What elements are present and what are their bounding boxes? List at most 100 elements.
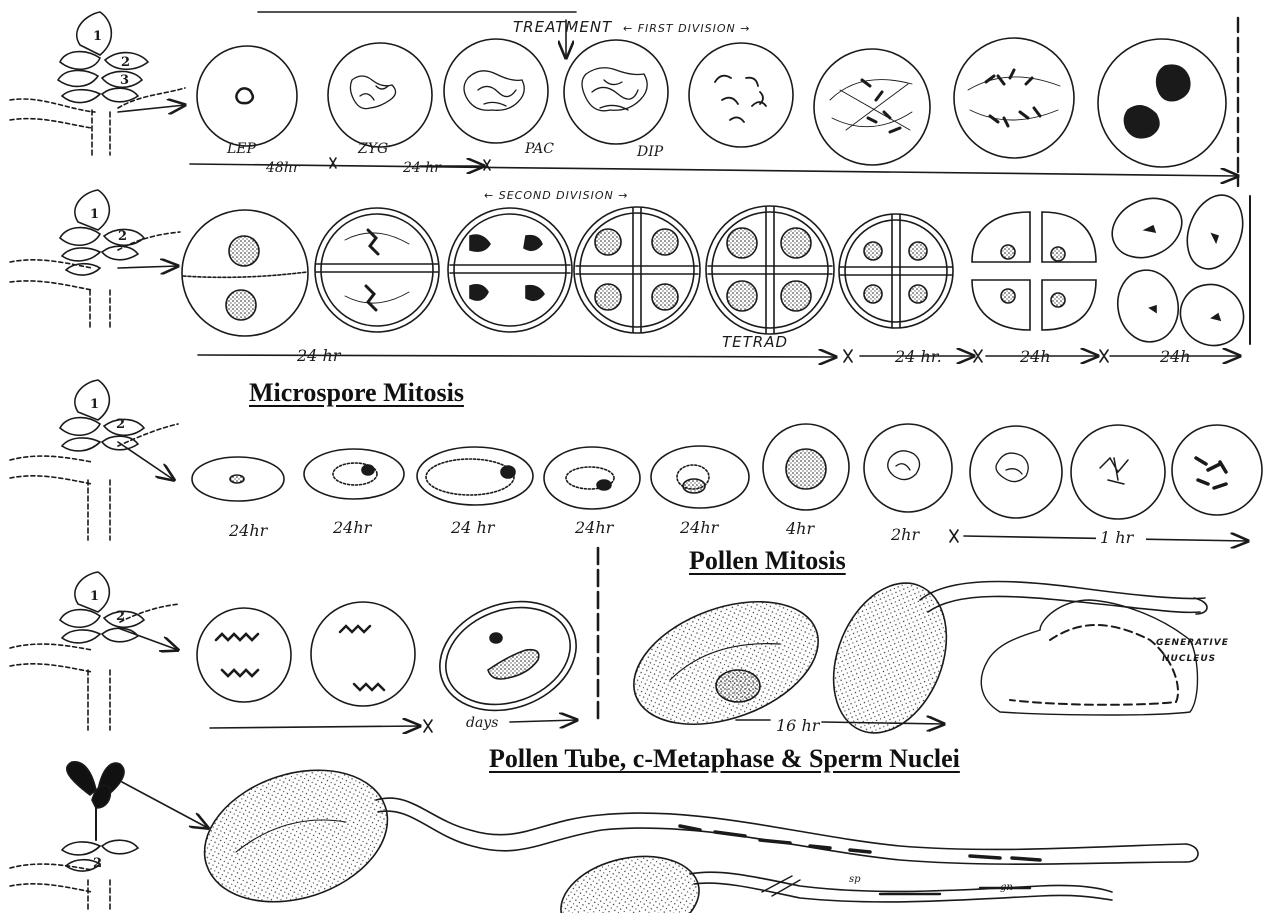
row1-timeline — [190, 164, 1238, 176]
microspore-uninucleate-2 — [304, 449, 404, 499]
dyad-wall — [183, 272, 307, 277]
time-24hr-row2-b: 24 hr. — [894, 347, 942, 366]
cell-zygotene — [328, 43, 432, 147]
chromatin-diplotene — [582, 68, 647, 111]
free-microspore-4 — [1169, 273, 1254, 357]
bud-label-2-row3: 2 — [116, 417, 125, 432]
spindle-anaphase-1 — [968, 77, 1060, 120]
bud-label-2: 2 — [121, 55, 130, 70]
bud-label-2-row5: 2 — [93, 856, 102, 871]
pollen-grain-row5-b — [553, 844, 707, 913]
telophase-2-walls — [576, 208, 698, 332]
bud-label-group-row3: 1 2 — [90, 397, 125, 432]
time-48hr: 48hr — [265, 160, 301, 176]
time-24h-row2-c: 24h — [1019, 347, 1051, 366]
label-gn: gn — [1000, 882, 1013, 893]
pollen-telophase — [311, 602, 415, 706]
free-microspore-2 — [1178, 187, 1253, 276]
cell-tetrad-inner — [712, 212, 828, 328]
tetrad-walls — [708, 207, 832, 333]
microspore-vacuolate-2 — [544, 447, 640, 509]
cell-leptotene — [197, 46, 297, 146]
time-24hr-row1: 24 hr — [402, 160, 442, 176]
cell-telophase-2 — [574, 207, 700, 333]
cell-anaphase-2-inner — [454, 214, 566, 326]
time-24hr-row2-a: 24 hr — [296, 346, 342, 365]
microspore-vacuolate-3 — [651, 446, 749, 508]
flower-sketch-row5 — [10, 762, 208, 910]
time-row3-7: 2hr — [890, 525, 920, 544]
microspore-vacuolate-1 — [417, 447, 533, 505]
label-dip: DIP — [636, 144, 664, 160]
bud-label-2-row2: 2 — [118, 229, 127, 244]
pollen-grain-row5 — [187, 748, 404, 913]
row2-timeline-1 — [198, 355, 836, 357]
pollen-anaphase — [197, 608, 291, 702]
time-24h-row2-d: 24h — [1159, 347, 1191, 366]
time-16hr: 16 hr — [776, 716, 821, 735]
chromosomes-diakinesis — [715, 76, 766, 122]
cell-tetrad-2 — [839, 214, 953, 328]
bud-label-group-row4: 1 2 — [90, 589, 125, 624]
microspore-prophase-3 — [970, 426, 1062, 518]
cell-metaphase-2 — [315, 208, 439, 332]
timeline-mark-1 — [330, 158, 336, 168]
title-pollen-mitosis: Pollen Mitosis — [689, 546, 846, 576]
dyad-nucleus-bottom — [226, 290, 256, 320]
label-generative-1: GENERATIVE — [1156, 638, 1229, 648]
cell-tetrad-2-inner — [845, 220, 947, 322]
microspore-q4 — [1042, 280, 1096, 330]
title-microspore-mitosis: Microspore Mitosis — [249, 378, 464, 408]
row4-timeline-3b — [822, 722, 944, 724]
pollen-tube-outer-top — [920, 581, 1205, 600]
label-generative-2: NUCLEUS — [1162, 654, 1216, 664]
microspore-q3 — [972, 280, 1030, 330]
time-row3-8: 1 hr — [1100, 528, 1135, 547]
time-row3-3: 24 hr — [450, 518, 496, 537]
metaphase-2-spindles — [345, 233, 409, 303]
label-sp: sp — [849, 874, 861, 885]
nucleus-telophase-1-bottom — [1124, 106, 1159, 138]
bud-label-1: 1 — [93, 29, 102, 44]
metaphase-2-wall — [316, 264, 438, 272]
label-pac: PAC — [524, 141, 554, 157]
anaphase-2-wall — [450, 265, 570, 273]
pollen-binucleate — [424, 583, 591, 729]
cell-anaphase-1 — [954, 38, 1074, 158]
free-microspore-1 — [1103, 187, 1192, 268]
bud-label-3: 3 — [120, 73, 129, 88]
time-row3-2: 24hr — [332, 518, 373, 537]
time-row3-6: 4hr — [785, 519, 815, 538]
cell-telophase-1 — [1098, 39, 1226, 167]
time-row3-5: 24hr — [679, 518, 720, 537]
title-pollen-tube: Pollen Tube, c-Metaphase & Sperm Nuclei — [489, 744, 960, 774]
label-first-division: ← FIRST DIVISION → — [623, 22, 750, 35]
label-treatment: TREATMENT — [513, 18, 613, 36]
chromatin-pachytene — [464, 71, 524, 111]
label-days: days — [466, 715, 498, 731]
anaphase-2-chromosomes — [470, 235, 544, 300]
cell-diakinesis — [689, 43, 793, 147]
bud-label-1-row3: 1 — [90, 397, 99, 412]
microspore-metaphase — [1172, 425, 1262, 515]
cell-anaphase-2 — [448, 208, 572, 332]
free-microspore-3 — [1112, 265, 1184, 346]
bud-label-1-row4: 1 — [90, 589, 99, 604]
cell-telophase-2-inner — [580, 213, 694, 327]
label-tetrad: TETRAD — [722, 333, 788, 351]
nucleus-telophase-1-top — [1157, 65, 1190, 101]
cell-metaphase-1 — [814, 49, 930, 165]
chromatin-zygotene — [350, 76, 395, 109]
time-row3-1: 24hr — [228, 521, 269, 540]
timeline-mark-2 — [484, 160, 490, 170]
cell-tetrad — [706, 206, 834, 334]
row4-timeline-2 — [510, 720, 577, 722]
label-lep: LEP — [226, 141, 257, 157]
metaphase-2-chromosomes — [366, 230, 378, 310]
microspore-q2 — [1042, 212, 1096, 262]
dyad-nucleus-top — [229, 236, 259, 266]
nucleus-leptotene — [236, 88, 252, 103]
time-row3-4: 24hr — [574, 518, 615, 537]
bud-label-1-row2: 1 — [90, 207, 99, 222]
